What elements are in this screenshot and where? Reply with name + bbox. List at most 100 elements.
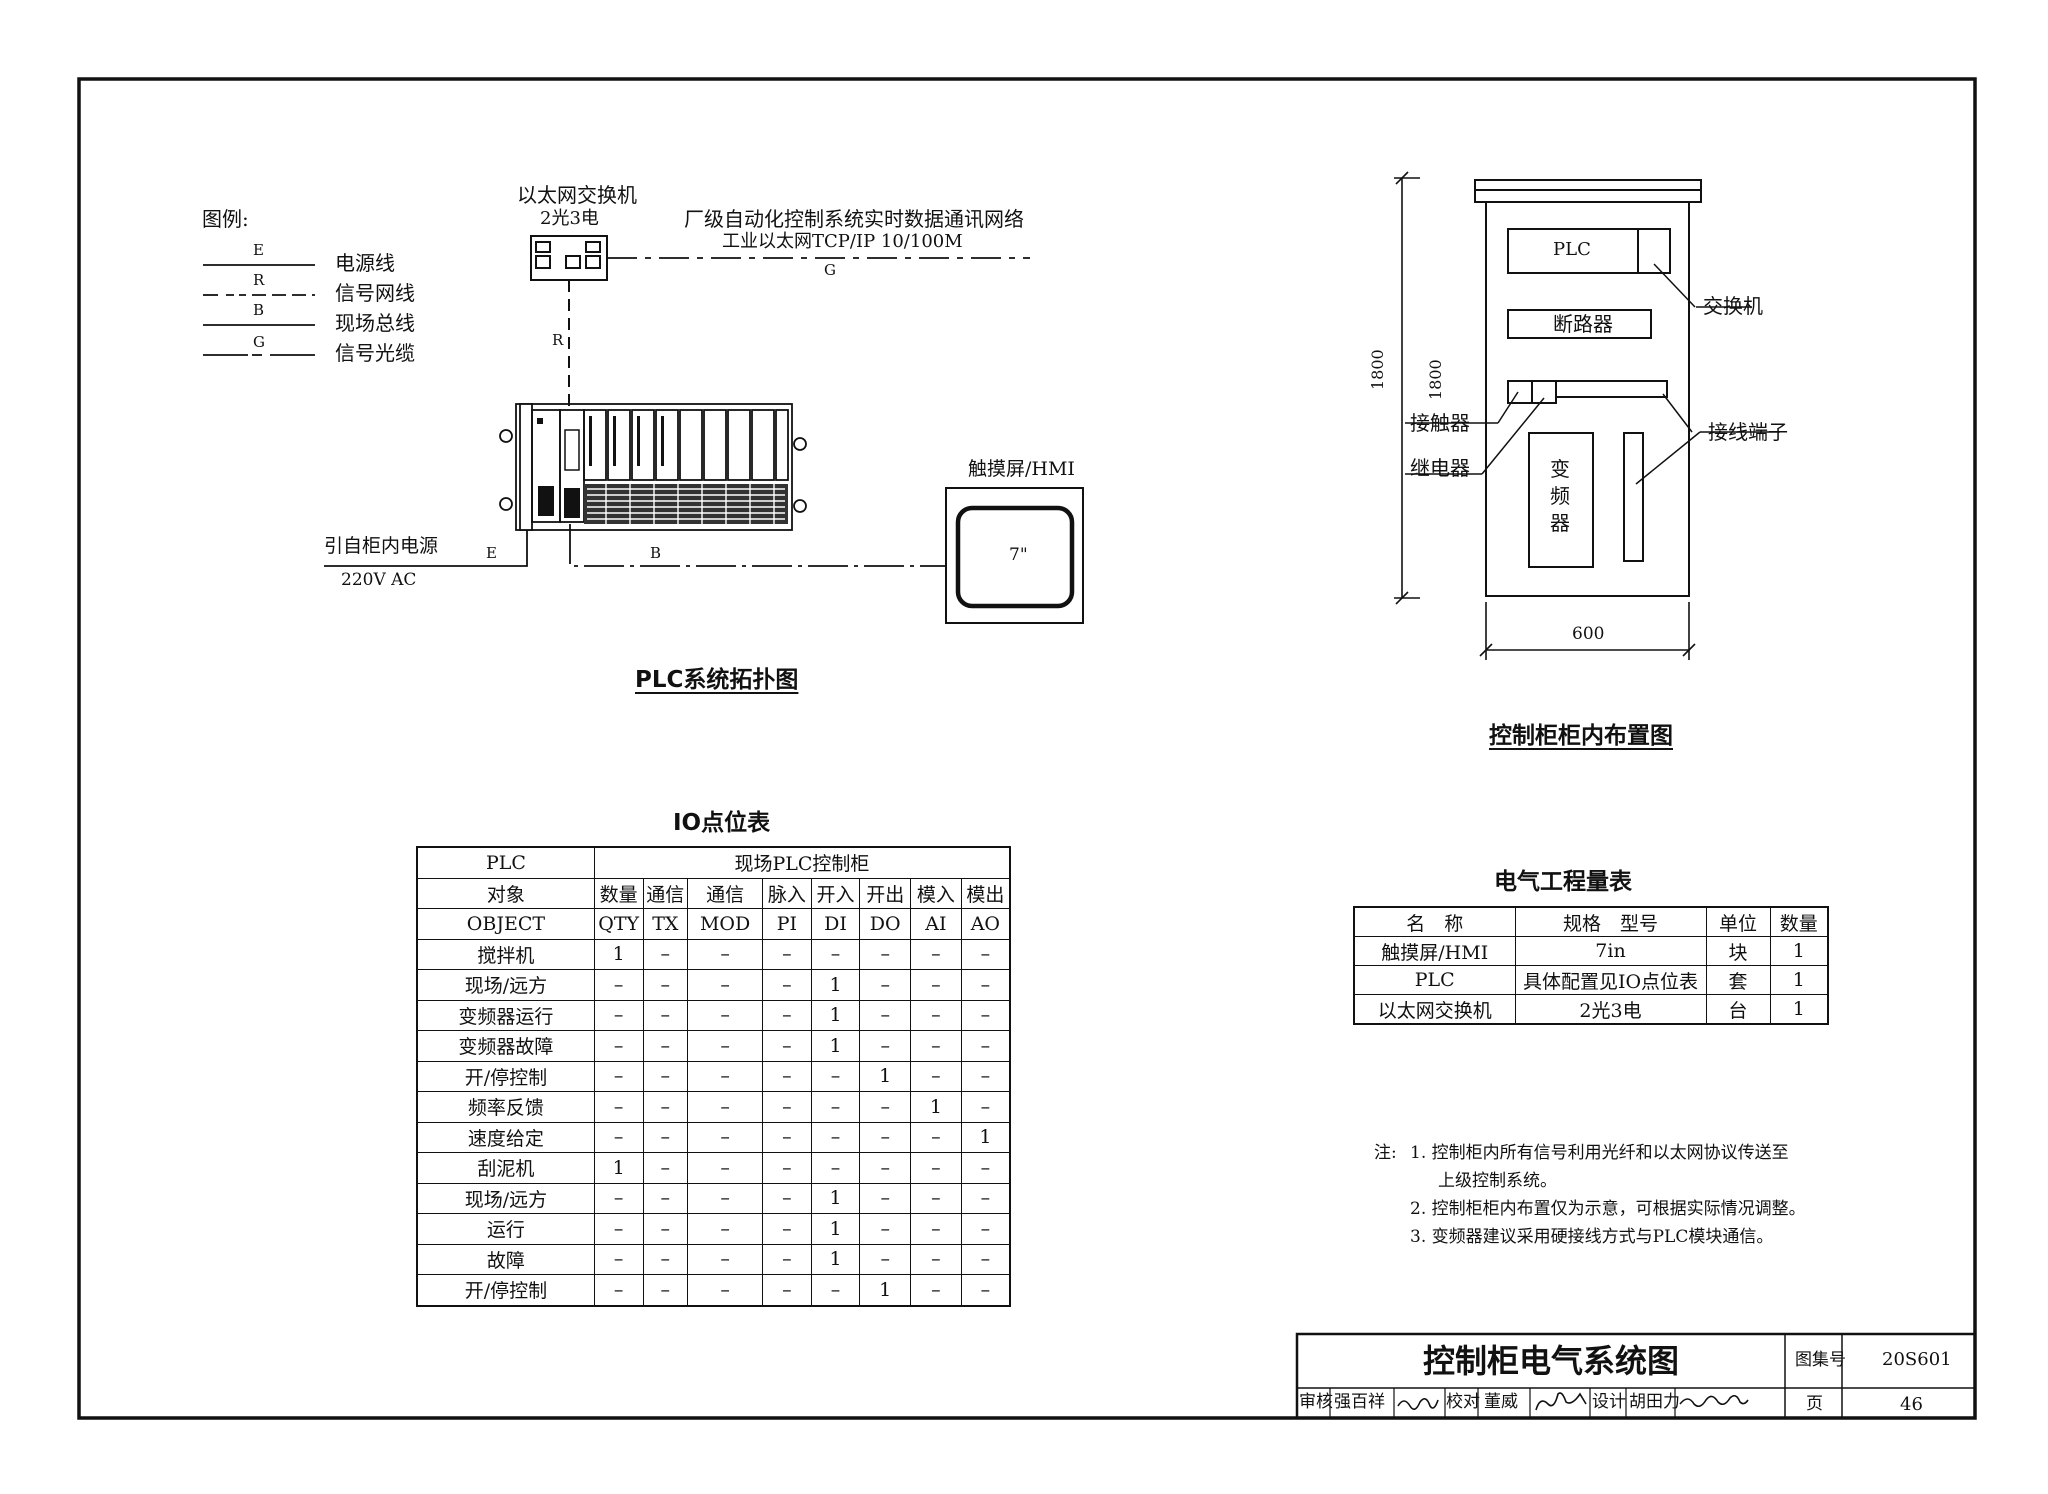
table-row: 现场/远方––––1––– [416, 969, 1011, 1001]
io-value-cell: – [910, 1121, 962, 1153]
reviewer-signature [1397, 1398, 1439, 1410]
table-row: 变频器故障––––1––– [416, 1030, 1011, 1062]
io-value-cell: – [642, 1030, 689, 1062]
equipment-cell: 触摸屏/HMI [1353, 936, 1516, 966]
io-value-cell: AI [910, 908, 962, 940]
io-value-cell: 脉入 [762, 877, 812, 909]
io-object-cell: 开/停控制 [416, 1060, 595, 1092]
io-value-cell: – [810, 1091, 861, 1123]
io-object-cell: 变频器故障 [416, 1030, 595, 1062]
io-value-cell: – [642, 969, 689, 1001]
table-row: 现场/远方––––1––– [416, 1182, 1011, 1214]
fieldbus-code: B [650, 544, 662, 562]
io-value-cell: – [593, 1121, 644, 1153]
io-value-cell: 数量 [593, 877, 644, 909]
io-value-cell: – [687, 1182, 764, 1214]
page-number: 46 [1900, 1394, 1923, 1415]
legend-code-r: R [253, 271, 265, 289]
io-object-cell: 频率反馈 [416, 1091, 595, 1123]
io-value-cell: – [910, 1060, 962, 1092]
designer-name: 胡田力 [1629, 1392, 1680, 1412]
io-value-cell: – [910, 969, 962, 1001]
io-value-cell: – [687, 1121, 764, 1153]
io-header-top: PLC 现场PLC控制柜 [416, 846, 1011, 879]
io-value-cell: – [859, 938, 912, 970]
equipment-cell: 台 [1705, 994, 1771, 1025]
designer-signature [1679, 1394, 1749, 1408]
power-line-e [324, 530, 528, 567]
cabinet-plc-label: PLC [1553, 239, 1591, 260]
io-value-cell: – [960, 1091, 1011, 1123]
check-label: 校对 [1446, 1392, 1480, 1412]
io-object-cell: 刮泥机 [416, 1152, 595, 1184]
title-block-grid [1295, 1332, 1977, 1420]
equipment-cell: 套 [1705, 965, 1771, 995]
io-value-cell: – [762, 1243, 812, 1275]
io-object-cell: 运行 [416, 1213, 595, 1245]
signatures [1397, 1392, 1749, 1411]
note-3: 3. 变频器建议采用硬接线方式与PLC模块通信。 [1410, 1227, 1774, 1247]
equipment-cell: 块 [1705, 936, 1771, 966]
legend-lines [203, 264, 315, 356]
io-value-cell: – [960, 1182, 1011, 1214]
reviewer-name: 强百祥 [1334, 1392, 1385, 1412]
cabinet-vfd-char-1: 变 [1550, 457, 1570, 481]
io-value-cell: – [642, 1121, 689, 1153]
cabinet-terminal-label: 接线端子 [1708, 420, 1788, 444]
io-value-cell: – [859, 1213, 912, 1245]
io-value-cell: – [910, 1152, 962, 1184]
hmi-size: 7" [1009, 545, 1028, 565]
fieldbus-line-b [569, 524, 946, 567]
io-value-cell: – [810, 1152, 861, 1184]
io-value-cell: – [593, 1213, 644, 1245]
io-value-cell: – [593, 969, 644, 1001]
io-value-cell: PI [762, 908, 812, 940]
io-value-cell: – [642, 1182, 689, 1214]
io-value-cell: – [859, 969, 912, 1001]
io-value-cell: – [642, 1060, 689, 1092]
io-value-cell: – [910, 1030, 962, 1062]
cabinet-switch-label: 交换机 [1703, 294, 1763, 318]
cabinet-title: 控制柜柜内布置图 [1489, 723, 1673, 749]
io-value-cell: – [762, 1274, 812, 1306]
io-value-cell: – [762, 999, 812, 1031]
network-description: 厂级自动化控制系统实时数据通讯网络 [684, 207, 1024, 231]
io-value-cell: – [960, 999, 1011, 1031]
io-value-cell: – [762, 1213, 812, 1245]
cabinet-drawing [1474, 179, 1702, 597]
io-value-cell: 通信 [687, 877, 764, 909]
io-value-cell: – [642, 999, 689, 1031]
io-object-cell: 速度给定 [416, 1121, 595, 1153]
io-value-cell: – [960, 1152, 1011, 1184]
equipment-cell: 7in [1514, 936, 1707, 966]
equipment-cell: 2光3电 [1514, 994, 1707, 1025]
io-value-cell: – [810, 1121, 861, 1153]
io-object-cell: 变频器运行 [416, 999, 595, 1031]
cabinet-breaker-label: 断路器 [1553, 312, 1613, 336]
io-value-cell: – [762, 1182, 812, 1214]
io-value-cell: – [762, 1060, 812, 1092]
io-value-cell: – [859, 1121, 912, 1153]
io-value-cell: – [687, 1060, 764, 1092]
switch-spec: 2光3电 [540, 208, 599, 229]
checker-signature [1535, 1392, 1587, 1411]
table-row: 故障––––1––– [416, 1243, 1011, 1275]
io-value-cell: – [910, 1243, 962, 1275]
drawing-frame [77, 77, 1977, 1420]
io-value-cell: 1 [593, 938, 644, 970]
io-object-cell: OBJECT [416, 908, 595, 940]
io-object-cell: 现场/远方 [416, 969, 595, 1001]
io-value-cell: DI [810, 908, 861, 940]
io-header-cn: 对象数量通信通信脉入开入开出模入模出 [416, 877, 1011, 909]
io-value-cell: – [810, 1274, 861, 1306]
io-value-cell: – [593, 1060, 644, 1092]
io-value-cell: – [687, 969, 764, 1001]
io-value-cell: – [810, 938, 861, 970]
legend-code-e: E [253, 241, 264, 259]
io-value-cell: – [960, 1213, 1011, 1245]
cabinet-vfd-char-2: 频 [1550, 484, 1570, 508]
